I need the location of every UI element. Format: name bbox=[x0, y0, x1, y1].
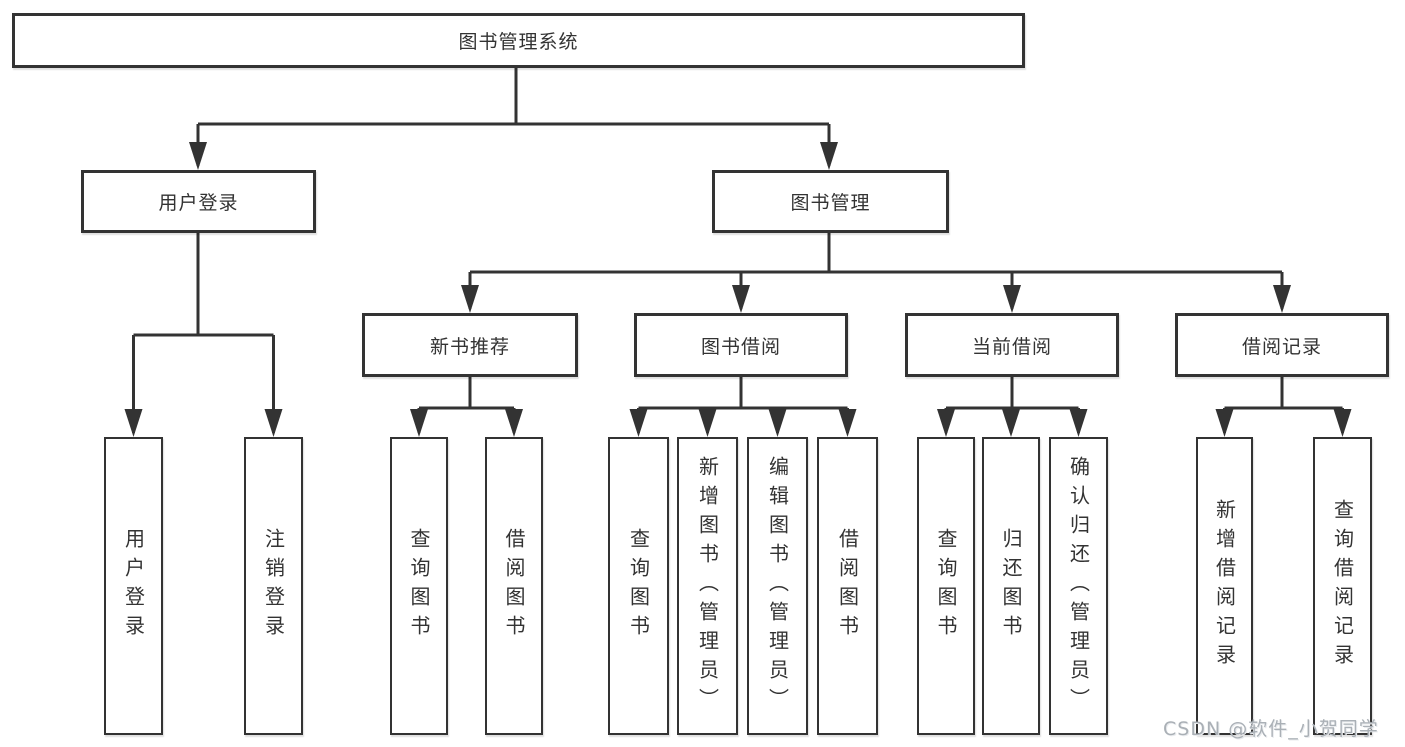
leaf-edit-book-admin: 编辑图书（管理员） bbox=[747, 437, 808, 735]
leaf-confirm-return-admin-label: 确认归还（管理员） bbox=[1066, 455, 1091, 717]
leaf-user-login: 用户登录 bbox=[104, 437, 163, 735]
leaf-add-borrow-record: 新增借阅记录 bbox=[1196, 437, 1253, 735]
node-user-login-label: 用户登录 bbox=[158, 192, 239, 214]
node-user-login: 用户登录 bbox=[81, 170, 316, 233]
leaf-current-query-books: 查询图书 bbox=[917, 437, 975, 735]
leaf-borrow-books-label: 借阅图书 bbox=[835, 528, 860, 644]
leaf-borrow-query-books: 查询图书 bbox=[608, 437, 669, 735]
node-current-borrow: 当前借阅 bbox=[905, 313, 1119, 377]
leaf-current-query-books-label: 查询图书 bbox=[934, 528, 958, 644]
node-borrow-records-label: 借阅记录 bbox=[1241, 335, 1322, 358]
leaf-recommend-query-books-label: 查询图书 bbox=[407, 528, 431, 644]
leaf-edit-book-admin-label: 编辑图书（管理员） bbox=[765, 455, 790, 717]
leaf-borrow-query-books-label: 查询图书 bbox=[626, 528, 651, 644]
connector-strokes bbox=[132, 68, 1344, 433]
leaf-logout: 注销登录 bbox=[244, 437, 303, 735]
leaf-user-login-label: 用户登录 bbox=[121, 528, 146, 644]
node-book-management: 图书管理 bbox=[712, 170, 949, 233]
leaf-logout-label: 注销登录 bbox=[261, 528, 286, 644]
node-book-borrow-label: 图书借阅 bbox=[700, 335, 781, 358]
leaf-add-borrow-record-label: 新增借阅记录 bbox=[1212, 499, 1237, 673]
leaf-query-borrow-record-label: 查询借阅记录 bbox=[1330, 499, 1355, 673]
node-root: 图书管理系统 bbox=[12, 13, 1025, 68]
leaf-confirm-return-admin: 确认归还（管理员） bbox=[1049, 437, 1108, 735]
leaf-add-book-admin-label: 新增图书（管理员） bbox=[695, 455, 720, 717]
leaf-recommend-borrow-books-label: 借阅图书 bbox=[502, 528, 526, 644]
leaf-return-book-label: 归还图书 bbox=[999, 528, 1023, 644]
node-current-borrow-label: 当前借阅 bbox=[971, 335, 1052, 358]
leaf-add-book-admin: 新增图书（管理员） bbox=[677, 437, 738, 735]
arrowheads bbox=[124, 142, 1352, 437]
node-borrow-records: 借阅记录 bbox=[1175, 313, 1389, 377]
csdn-watermark: CSDN @软件_小贺同学 bbox=[1163, 718, 1379, 740]
node-new-book-recommend-label: 新书推荐 bbox=[429, 335, 510, 358]
node-root-label: 图书管理系统 bbox=[458, 31, 579, 53]
leaf-return-book: 归还图书 bbox=[982, 437, 1040, 735]
node-book-management-label: 图书管理 bbox=[790, 192, 871, 214]
node-book-borrow: 图书借阅 bbox=[634, 313, 848, 377]
leaf-recommend-borrow-books: 借阅图书 bbox=[485, 437, 543, 735]
leaf-borrow-books: 借阅图书 bbox=[817, 437, 878, 735]
node-new-book-recommend: 新书推荐 bbox=[362, 313, 578, 377]
leaf-query-borrow-record: 查询借阅记录 bbox=[1313, 437, 1372, 735]
leaf-recommend-query-books: 查询图书 bbox=[390, 437, 448, 735]
